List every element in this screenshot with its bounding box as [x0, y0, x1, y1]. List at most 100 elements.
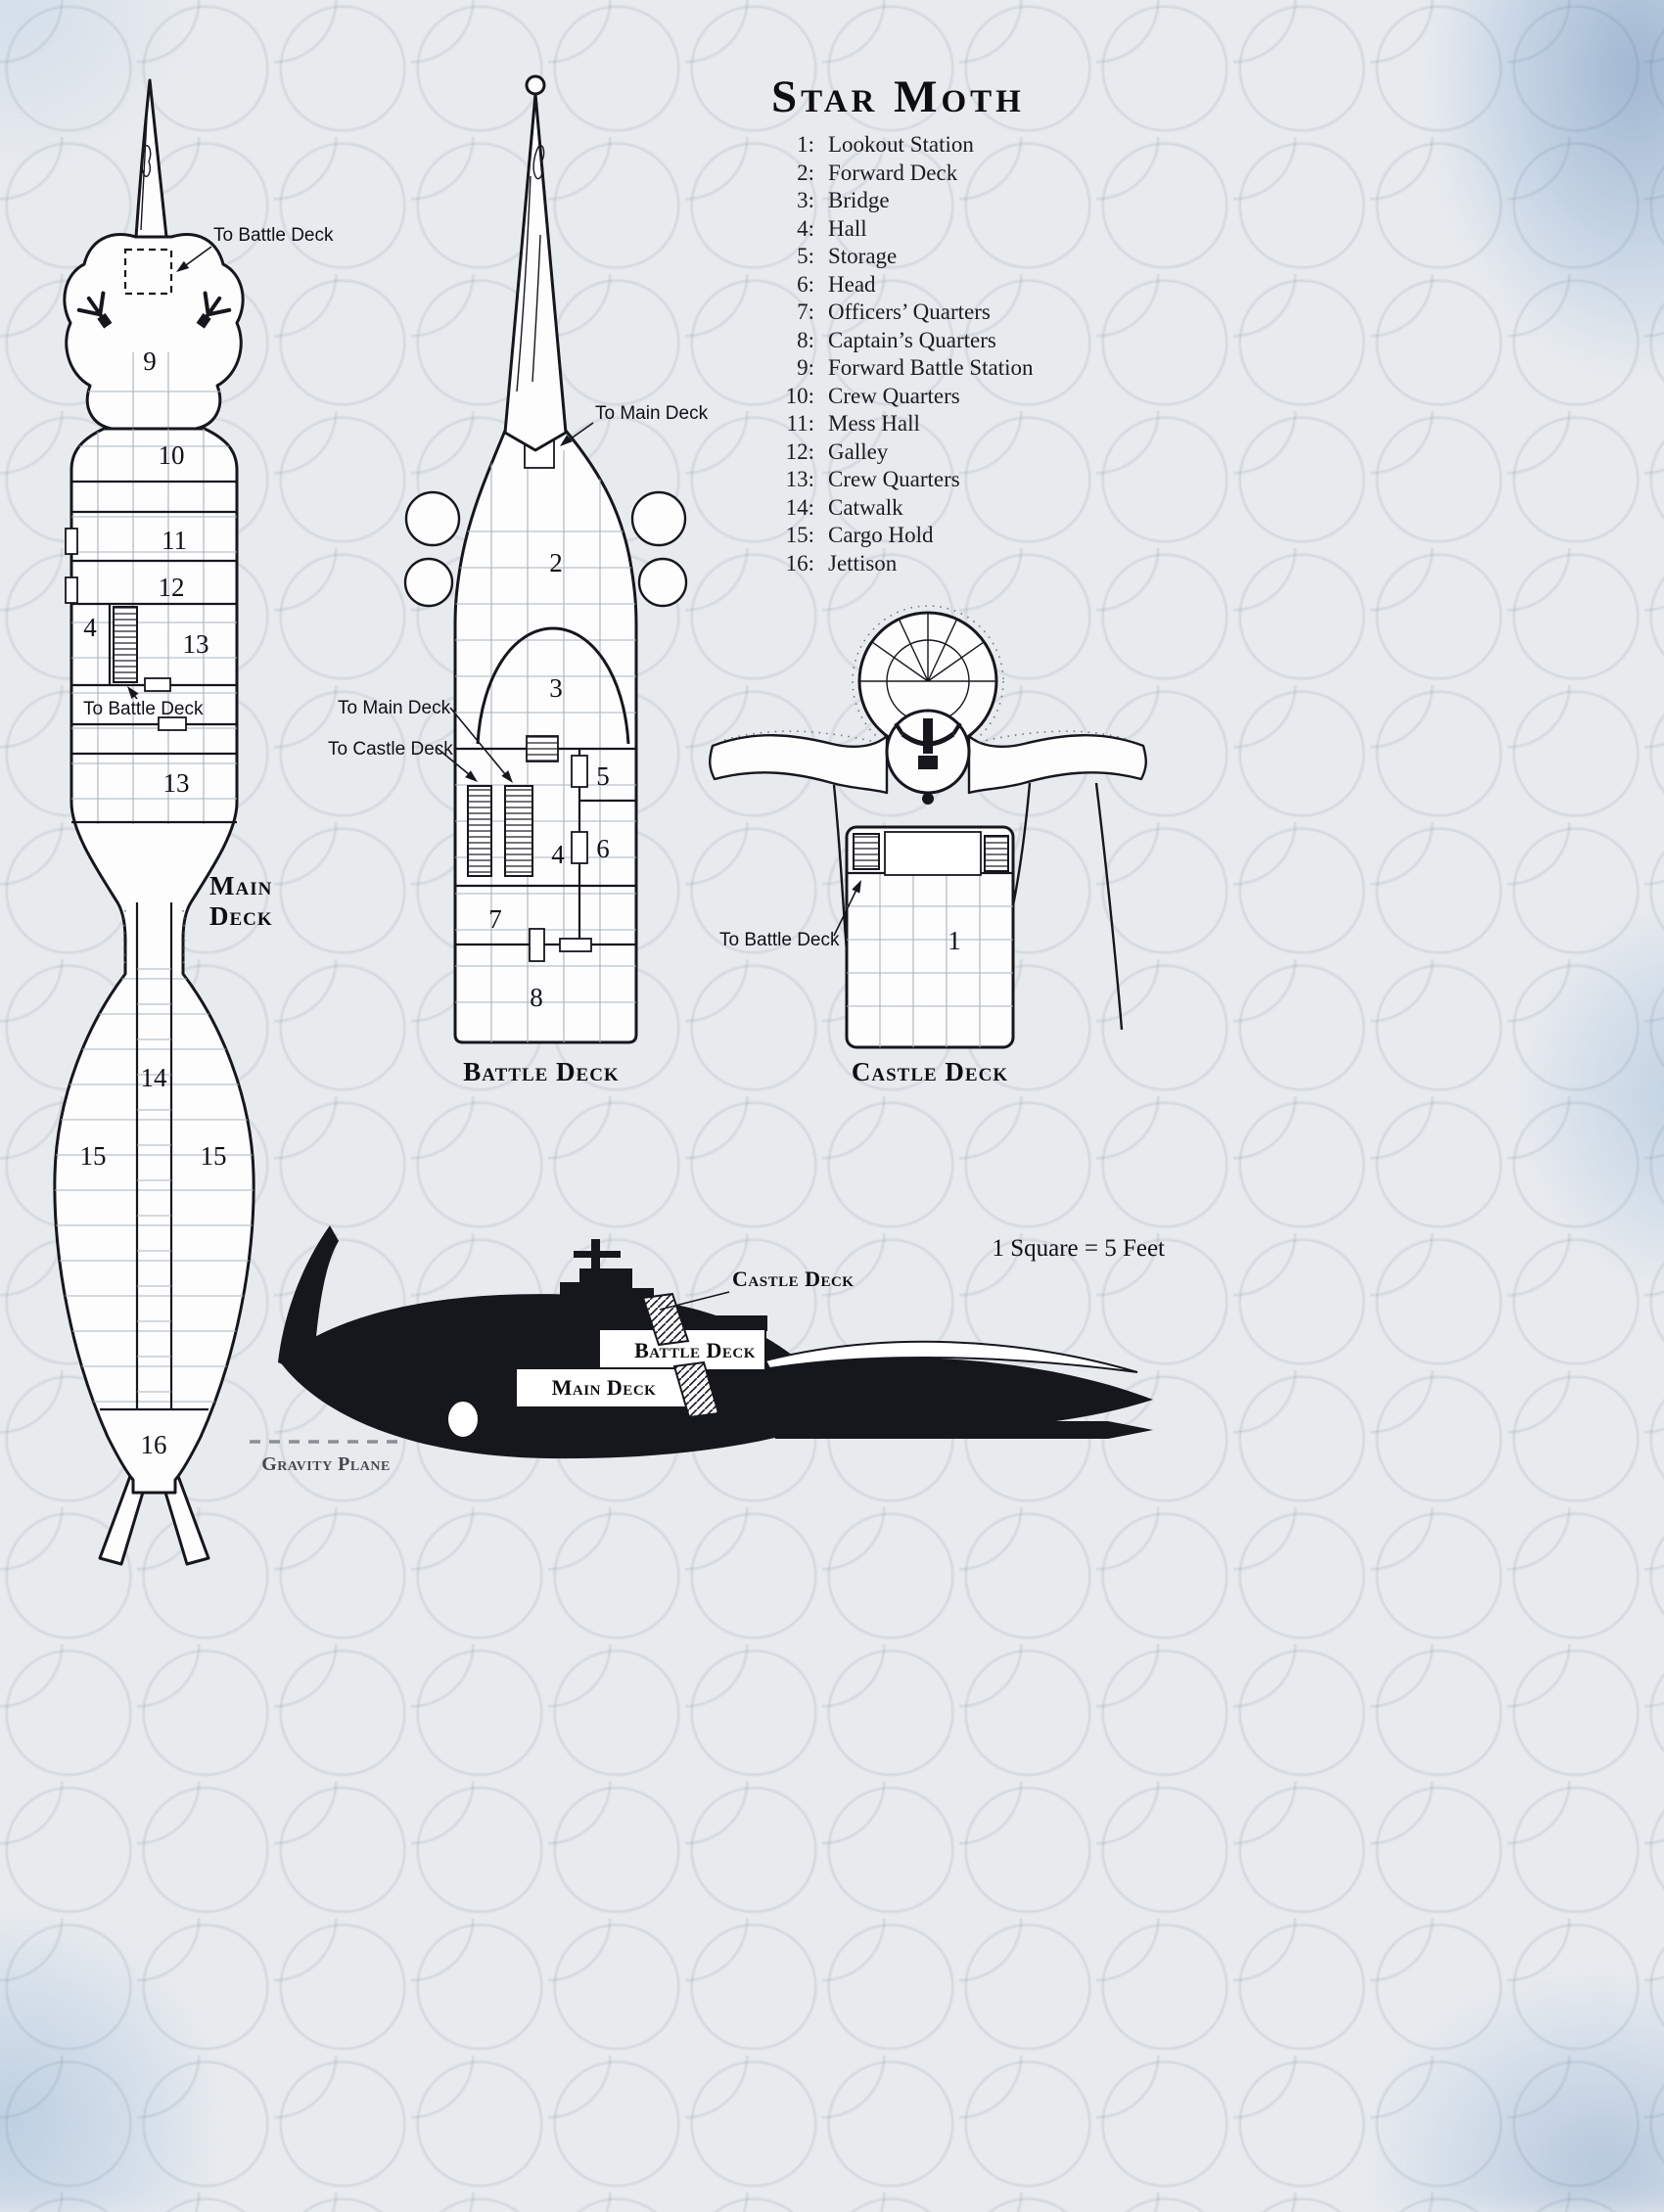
castle-structure: [560, 1268, 654, 1331]
table-icon: [884, 831, 982, 876]
legend-item: 5:Storage: [797, 244, 898, 268]
wing-stipple: [723, 730, 1132, 743]
wheel-spokes: [860, 613, 995, 682]
legend-item: 12:Galley: [785, 438, 889, 464]
main-deck-plan: 9 10 11 12 4 13 13 14 15 15 16 To Battle…: [53, 78, 334, 1566]
castle-deck-plan: 1 To Battle Deck: [709, 605, 1147, 1049]
room-label-12: 12: [159, 573, 185, 602]
ladder-hatch-icon: [641, 1292, 690, 1347]
head-grid: [88, 352, 220, 427]
mast-ball-icon: [525, 74, 546, 96]
battle-deck-plan: 2 3 5 4 6 7 8 To Main Deck To Main Deck …: [328, 74, 709, 1044]
annotation-to-castle-deck: To Castle Deck: [328, 739, 453, 760]
legend-item: 14:Catwalk: [785, 494, 903, 520]
catwalk: [135, 902, 173, 1409]
room-label-4: 4: [83, 613, 97, 642]
room-label-13: 13: [163, 768, 190, 798]
legend-item: 13:Crew Quarters: [785, 467, 960, 491]
watercolor-blob-bottom-left: [0, 1918, 215, 2212]
profile-castle-label: Castle Deck: [732, 1267, 854, 1291]
room-label-13: 13: [183, 629, 209, 659]
door-icon: [571, 831, 588, 864]
room-label-7: 7: [488, 904, 502, 934]
castle-deck-caption: Castle Deck: [851, 1057, 1009, 1086]
room-label-15: 15: [80, 1141, 107, 1171]
leader-line: [659, 1291, 730, 1311]
legend-item: 8:Captain’s Quarters: [797, 327, 996, 352]
porthole-icon: [446, 1400, 480, 1439]
ladder-icon-stripes: [854, 834, 879, 869]
page-title: Star Moth: [771, 71, 1025, 122]
ladder-hatch-icon: [672, 1360, 720, 1419]
room-label-5: 5: [596, 761, 610, 791]
room-label-14: 14: [141, 1063, 168, 1092]
profile-battle-label: Battle Deck: [634, 1338, 756, 1362]
bridge-arch: [476, 626, 630, 745]
forward-station-hull: [63, 233, 245, 431]
hull-lobe: [403, 557, 454, 608]
gravity-plane-label: Gravity Plane: [261, 1453, 391, 1475]
hull-outline: [453, 404, 638, 1044]
hull-lobe: [637, 557, 688, 608]
door-icon: [529, 928, 545, 962]
annotation-to-battle-deck-top: To Battle Deck: [213, 225, 334, 246]
ladder-icon-stripes: [114, 607, 137, 682]
prow-horn: [278, 1225, 339, 1378]
hull-outline: [845, 825, 1015, 1049]
legend-list: 1:Lookout Station 2:Forward Deck 3:Bridg…: [773, 131, 1034, 577]
bow-spike: [503, 92, 568, 452]
main-deck-caption: Main Deck: [209, 871, 273, 931]
legend-item: 16:Jettison: [785, 550, 898, 576]
ship-profile: Castle Deck Battle Deck Main Deck Gravit…: [250, 1225, 1153, 1475]
annotation-to-battle-deck-mid: To Battle Deck: [83, 699, 204, 719]
door-icon: [571, 755, 588, 788]
watercolor-blob-top-right: [1429, 0, 1664, 372]
bow-spike-texture: [516, 145, 545, 392]
ballista-arm-icon: [574, 1251, 621, 1258]
bow-spike-texture: [140, 116, 152, 231]
hull-lobe: [404, 490, 461, 547]
keel-spar: [775, 1421, 1153, 1439]
arrow-line: [449, 707, 511, 781]
legend-item: 1:Lookout Station: [797, 132, 974, 157]
legend-item: 9:Forward Battle Station: [797, 355, 1034, 380]
ladder-icon-stripes: [985, 836, 1008, 871]
door-icon: [144, 677, 171, 692]
bow-spike: [134, 78, 168, 239]
legend-item: 10:Crew Quarters: [785, 383, 960, 408]
legend-item: 2:Forward Deck: [797, 160, 958, 185]
legend-item: 7:Officers’ Quarters: [797, 300, 991, 324]
waist-stipple: [122, 909, 186, 970]
watercolor-blob-right: [1527, 910, 1664, 1282]
annotation-to-main-deck-top: To Main Deck: [595, 403, 709, 424]
room-label-8: 8: [530, 983, 543, 1012]
left-wing: [709, 734, 889, 795]
room-label-11: 11: [162, 526, 187, 555]
scale-note: 1 Square = 5 Feet: [992, 1235, 1165, 1262]
room-label-1: 1: [948, 926, 961, 955]
door-icon: [65, 576, 78, 604]
profile-main-label: Main Deck: [552, 1375, 657, 1400]
battle-deck-hatch-icon: [123, 248, 173, 296]
watercolor-blob-bottom-right: [1370, 1977, 1664, 2212]
legend-item: 15:Cargo Hold: [785, 523, 934, 547]
legend-item: 3:Bridge: [797, 188, 890, 212]
room-label-16: 16: [141, 1430, 167, 1459]
ballista-icon: [894, 718, 962, 805]
ladder-icon-stripes: [468, 786, 491, 876]
hull-lobe: [630, 490, 687, 547]
room-label-3: 3: [549, 673, 563, 703]
room-label-9: 9: [143, 346, 157, 376]
legend: 1:Lookout Station 2:Forward Deck 3:Bridg…: [773, 131, 1034, 577]
near-wing: [768, 1358, 1153, 1429]
annotation-to-main-deck-side: To Main Deck: [338, 698, 451, 718]
room-label-15: 15: [201, 1141, 227, 1171]
room-label-2: 2: [549, 548, 563, 577]
right-wing: [967, 734, 1147, 795]
main-deck-band: [515, 1367, 695, 1408]
door-icon: [559, 938, 592, 952]
legend-item: 11:Mess Hall: [786, 411, 920, 436]
annotation-to-battle-deck: To Battle Deck: [719, 930, 840, 950]
arrow-line: [833, 883, 860, 937]
legend-item: 6:Head: [797, 271, 876, 297]
